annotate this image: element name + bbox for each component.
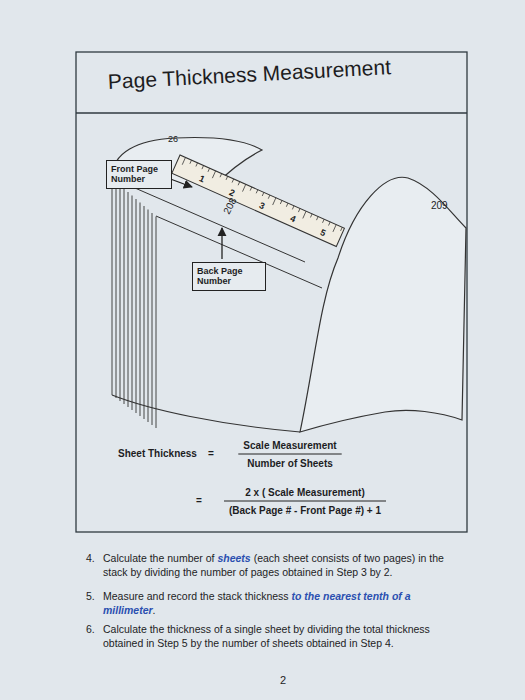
formula-text: Sheet Thickness <box>118 448 197 460</box>
page-edge <box>128 192 129 407</box>
ruler-tick <box>310 214 312 218</box>
label-box: Back Page Number <box>192 262 266 291</box>
ruler-tick <box>202 165 204 169</box>
equals-sign: = <box>196 495 202 507</box>
ruler-body <box>172 155 345 246</box>
page-edge <box>116 182 117 399</box>
ruler-tick <box>268 195 270 199</box>
ruler-tick <box>182 157 185 164</box>
step-text: Calculate the number of <box>103 552 214 564</box>
ruler-tick <box>317 216 319 220</box>
page-edge <box>124 189 125 405</box>
ruler-tick <box>303 211 306 218</box>
step-number: 5. <box>86 590 95 604</box>
step-text: . <box>153 604 156 616</box>
ruler-tick <box>262 192 264 196</box>
page-number: 209 <box>431 200 448 212</box>
step-number: 6. <box>86 623 95 637</box>
denominator: (Back Page # - Front Page #) + 1 <box>229 505 381 517</box>
page-edge <box>156 217 157 429</box>
instruction-step: 6. Calculate the thickness of a single sh… <box>86 623 463 650</box>
page-edge <box>152 213 153 425</box>
stack-bottom <box>112 395 300 432</box>
right-page <box>300 177 466 432</box>
page-edge <box>148 210 149 423</box>
page-edge <box>120 185 121 401</box>
box-label: Back Page Number <box>197 266 261 287</box>
fraction-bar <box>238 454 341 455</box>
ruler-tick <box>220 174 222 178</box>
step-text: Calculate the thickness of a single shee… <box>103 623 430 649</box>
numerator: 2 x ( Scale Measurement) <box>245 487 365 499</box>
ruler-tick <box>226 176 228 180</box>
ruler <box>172 155 345 246</box>
ruler-ticks <box>182 157 342 234</box>
ruler-tick <box>286 203 288 207</box>
step-text: sheets <box>217 552 250 564</box>
frame <box>76 52 467 532</box>
step-number: 4. <box>86 552 95 566</box>
numerator: Scale Measurement <box>243 440 336 452</box>
ruler-tick <box>190 160 192 164</box>
ruler-tick <box>292 206 294 210</box>
page-edge <box>140 203 141 417</box>
title-rule <box>76 112 467 113</box>
ruler-tick <box>196 163 198 167</box>
page-edge <box>136 199 137 413</box>
ruler-tick <box>323 219 325 223</box>
page-edge <box>112 178 113 395</box>
page-edge <box>144 206 145 419</box>
ruler-tick <box>232 179 234 183</box>
page-number: 208 <box>221 196 239 216</box>
ruler-tick <box>280 200 282 204</box>
instruction-step: 5. Measure and record the stack thickness… <box>86 590 463 617</box>
instruction-step: 4.Calculate the number ofsheets(each she… <box>86 552 463 579</box>
denominator: Number of Sheets <box>247 458 333 470</box>
page-edge <box>132 196 133 411</box>
ruler-tick <box>333 225 336 232</box>
page-title: Page Thickness Measurement <box>107 55 391 94</box>
label-box: Front Page Number <box>106 160 172 189</box>
ruler-tick <box>329 222 331 226</box>
box-label: Front Page Number <box>111 164 167 185</box>
ruler-tick <box>243 184 246 191</box>
page-number: 2 <box>280 674 286 687</box>
page-number: 26 <box>168 134 178 144</box>
ruler-tick <box>208 168 210 172</box>
page-stack <box>112 178 156 428</box>
ruler-tick <box>256 190 258 194</box>
leader-arrow <box>221 228 222 259</box>
ruler-tick <box>212 171 215 178</box>
step-text: Measure and record the stack thickness <box>103 590 289 602</box>
ruler-tick <box>298 208 300 212</box>
ruler-tick <box>250 187 252 191</box>
ruler-tick <box>273 198 276 205</box>
fraction-bar <box>224 501 386 502</box>
ruler-tick <box>341 227 343 231</box>
ruler-tick <box>238 182 240 186</box>
equals-sign: = <box>208 448 214 460</box>
